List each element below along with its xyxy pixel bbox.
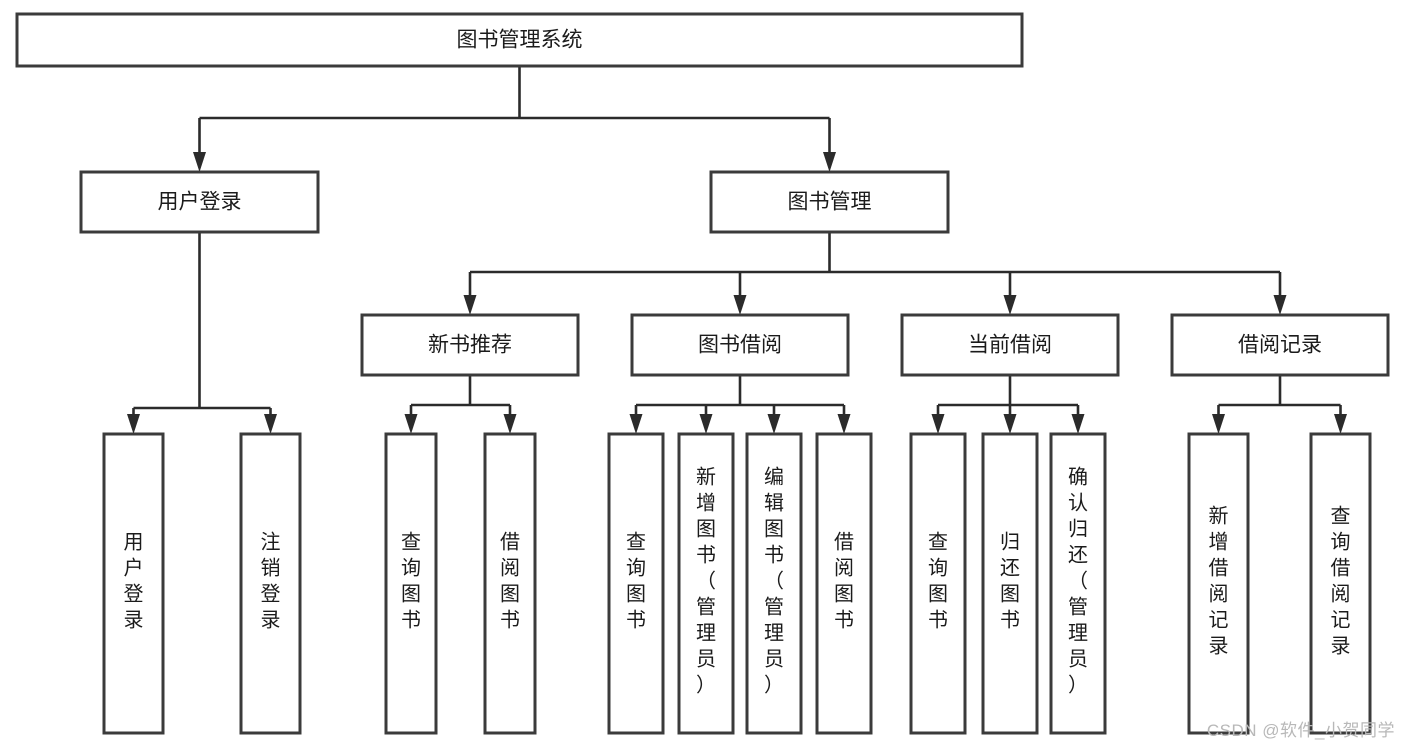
node-label: 图书管理 <box>788 191 872 214</box>
node-leaf-borrow-edit[interactable]: 编辑图书（管理员） <box>745 432 803 735</box>
node-box <box>677 432 735 735</box>
arrow-head-icon <box>503 414 517 434</box>
node-leaf-new-query[interactable]: 查询图书 <box>384 432 438 735</box>
node-box <box>15 12 1024 68</box>
node-label: 借阅图书 <box>500 531 520 632</box>
node-leaf-cur-confirm[interactable]: 确认归还（管理员） <box>1049 432 1107 735</box>
node-leaf-cur-return[interactable]: 归还图书 <box>981 432 1039 735</box>
node-layer: 图书管理系统用户登录图书管理新书推荐图书借阅当前借阅借阅记录用户登录注销登录查询… <box>15 12 1390 735</box>
node-leaf-borrow-lend[interactable]: 借阅图书 <box>815 432 873 735</box>
node-label: 查询图书 <box>401 531 421 632</box>
arrow-head-icon <box>837 414 851 434</box>
node-login[interactable]: 用户登录 <box>79 170 320 234</box>
node-leaf-cur-query[interactable]: 查询图书 <box>909 432 967 735</box>
node-box <box>607 432 665 735</box>
edge-layer <box>127 66 1347 434</box>
node-records[interactable]: 借阅记录 <box>1170 313 1390 377</box>
arrow-head-icon <box>264 414 277 434</box>
node-root[interactable]: 图书管理系统 <box>15 12 1024 68</box>
node-box <box>1170 313 1390 377</box>
node-label: 图书借阅 <box>698 334 782 357</box>
node-box <box>909 432 967 735</box>
node-label: 新增图书（管理员） <box>696 466 716 697</box>
node-box <box>1309 432 1372 735</box>
node-label: 新书推荐 <box>428 334 512 357</box>
arrow-head-icon <box>1273 295 1287 315</box>
node-label: 查询借阅记录 <box>1331 505 1351 658</box>
node-label: 编辑图书（管理员） <box>764 466 784 697</box>
arrow-head-icon <box>463 295 477 315</box>
node-leaf-rec-add[interactable]: 新增借阅记录 <box>1187 432 1250 735</box>
node-box <box>981 432 1039 735</box>
arrow-head-icon <box>1003 295 1017 315</box>
arrow-head-icon <box>931 414 945 434</box>
node-box <box>384 432 438 735</box>
node-label: 归还图书 <box>1000 531 1020 632</box>
node-box <box>1187 432 1250 735</box>
node-label: 当前借阅 <box>968 334 1052 357</box>
node-label: 注销登录 <box>261 531 281 632</box>
node-box <box>900 313 1120 377</box>
node-current[interactable]: 当前借阅 <box>900 313 1120 377</box>
arrow-head-icon <box>1003 414 1017 434</box>
node-label: 借阅图书 <box>834 531 854 632</box>
node-box <box>745 432 803 735</box>
node-box <box>360 313 580 377</box>
arrow-head-icon <box>127 414 140 434</box>
arrow-head-icon <box>193 152 206 172</box>
arrow-head-icon <box>404 414 418 434</box>
node-newbooks[interactable]: 新书推荐 <box>360 313 580 377</box>
watermark-text: CSDN @软件_小贺同学 <box>1206 721 1395 740</box>
node-label: 用户登录 <box>158 191 242 214</box>
node-box <box>239 432 302 735</box>
node-box <box>79 170 320 234</box>
node-box <box>1049 432 1107 735</box>
node-leaf-user-login[interactable]: 用户登录 <box>102 432 165 735</box>
node-box <box>709 170 950 234</box>
arrow-head-icon <box>1334 414 1347 434</box>
node-label: 借阅记录 <box>1238 334 1322 357</box>
node-label: 确认归还（管理员） <box>1068 466 1088 697</box>
node-borrow[interactable]: 图书借阅 <box>630 313 850 377</box>
node-box <box>483 432 537 735</box>
node-leaf-borrow-query[interactable]: 查询图书 <box>607 432 665 735</box>
node-label: 查询图书 <box>928 531 948 632</box>
node-leaf-rec-query[interactable]: 查询借阅记录 <box>1309 432 1372 735</box>
arrow-head-icon <box>767 414 781 434</box>
node-label: 图书管理系统 <box>457 29 583 52</box>
arrow-head-icon <box>733 295 747 315</box>
node-leaf-new-borrow[interactable]: 借阅图书 <box>483 432 537 735</box>
node-box <box>102 432 165 735</box>
node-leaf-borrow-add[interactable]: 新增图书（管理员） <box>677 432 735 735</box>
node-label: 新增借阅记录 <box>1209 505 1229 658</box>
node-bookmgmt[interactable]: 图书管理 <box>709 170 950 234</box>
arrow-head-icon <box>823 152 836 172</box>
arrow-head-icon <box>699 414 713 434</box>
arrow-head-icon <box>1071 414 1085 434</box>
node-box <box>630 313 850 377</box>
node-box <box>815 432 873 735</box>
arrow-head-icon <box>1212 414 1225 434</box>
node-leaf-user-logout[interactable]: 注销登录 <box>239 432 302 735</box>
node-label: 用户登录 <box>124 532 144 632</box>
arrow-head-icon <box>629 414 643 434</box>
node-label: 查询图书 <box>626 531 646 632</box>
